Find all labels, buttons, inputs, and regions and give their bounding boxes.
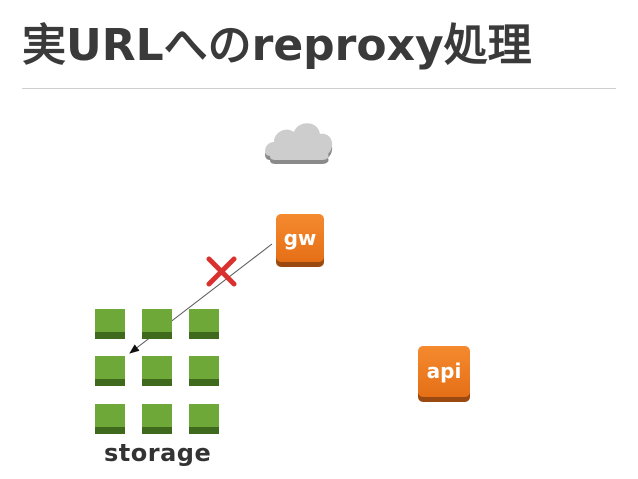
- storage-block-icon: [189, 356, 219, 386]
- api-node[interactable]: api: [418, 346, 470, 402]
- cross-icon: [206, 256, 237, 287]
- storage-block-icon: [189, 309, 219, 339]
- gw-node[interactable]: gw: [276, 214, 324, 267]
- storage-grid: [95, 309, 219, 434]
- storage-block-icon: [142, 404, 172, 434]
- storage-block-icon: [95, 404, 125, 434]
- title-divider: [22, 88, 616, 89]
- storage-block-icon: [95, 309, 125, 339]
- api-label: api: [427, 359, 462, 383]
- storage-block-icon: [142, 309, 172, 339]
- gw-label: gw: [284, 226, 317, 250]
- storage-block-icon: [95, 356, 125, 386]
- slide-title: 実URLへのreproxy処理: [22, 20, 532, 71]
- storage-label: storage: [104, 439, 212, 467]
- storage-block-icon: [189, 404, 219, 434]
- cloud-icon: [265, 123, 333, 164]
- storage-block-icon: [142, 356, 172, 386]
